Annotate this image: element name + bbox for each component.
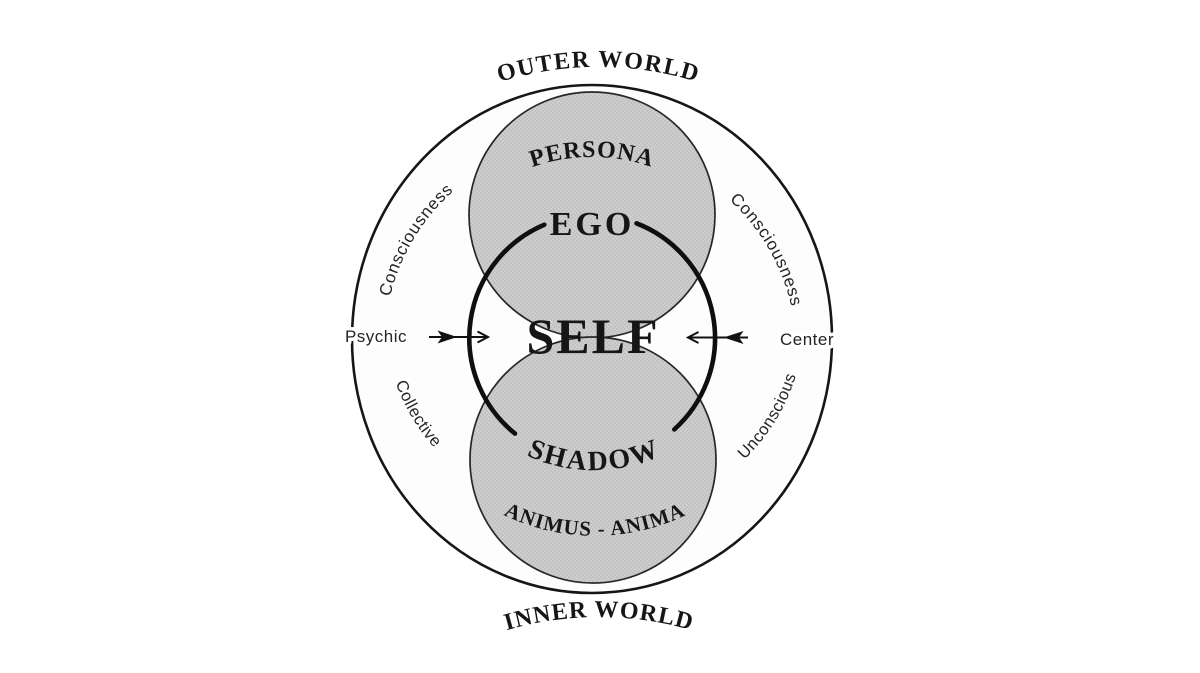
arrow-fletch-icon bbox=[437, 330, 457, 344]
self-circle-arc-left bbox=[467, 222, 547, 436]
inner-world-text: INNER WORLD bbox=[501, 597, 695, 636]
ego-label: EGO bbox=[550, 206, 635, 243]
arrow-head-icon bbox=[477, 330, 491, 344]
unconscious-shadow-circle bbox=[469, 336, 717, 584]
arrow-toward-self-right bbox=[685, 331, 748, 344]
psychic-label: Psychic bbox=[345, 327, 407, 346]
inner-world-label: INNER WORLD bbox=[501, 597, 696, 636]
outer-world-text: OUTER WORLD bbox=[494, 47, 701, 88]
center-label: Center bbox=[780, 330, 834, 349]
arrow-fletch-icon bbox=[723, 331, 744, 344]
self-label: SELF bbox=[526, 308, 659, 364]
outer-world-label: OUTER WORLD bbox=[494, 47, 703, 88]
arrow-head-icon bbox=[685, 331, 699, 344]
arrow-toward-self-left bbox=[429, 330, 491, 344]
self-circle-arc-right bbox=[634, 221, 718, 432]
